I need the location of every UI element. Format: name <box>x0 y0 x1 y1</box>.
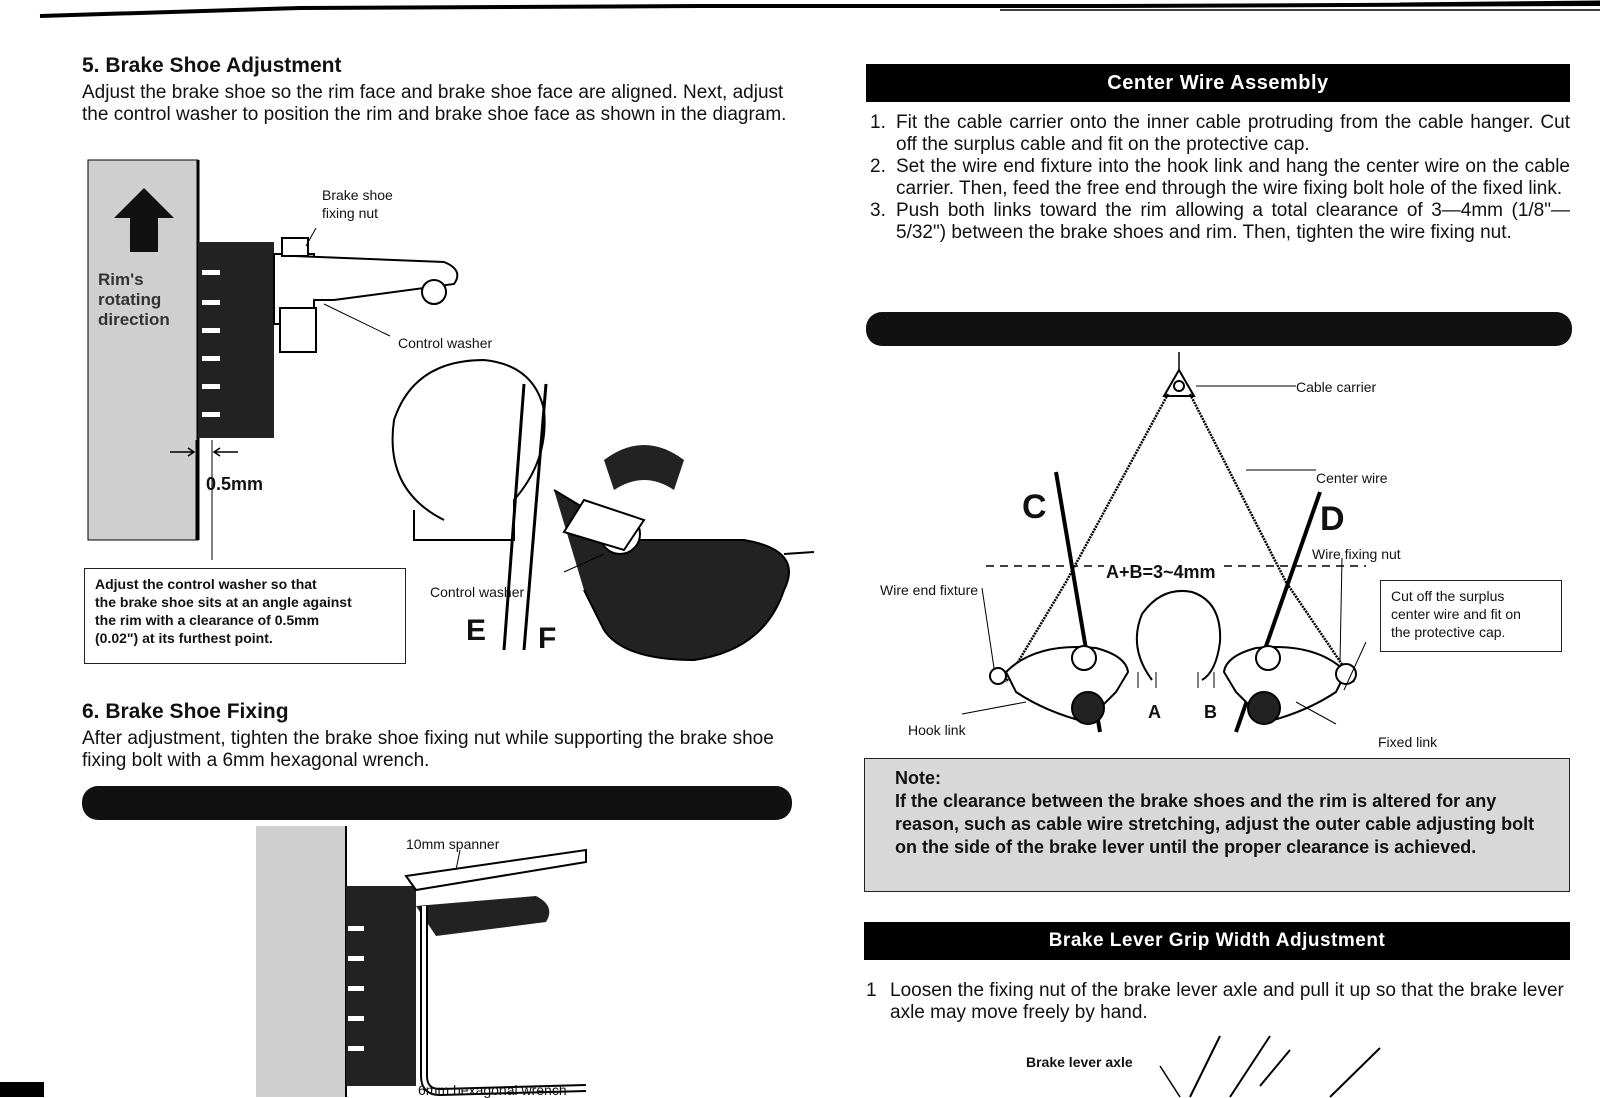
step-number: 3. <box>870 200 886 221</box>
step-text: Fit the cable carrier onto the inner cab… <box>896 112 1570 155</box>
callout-line: Cut off the surplus <box>1391 588 1505 604</box>
label-gap-b: B <box>1204 702 1217 722</box>
label-wire-fixing-nut: Wire fixing nut <box>1312 546 1401 562</box>
letter-d: D <box>1320 500 1345 538</box>
label-brake-shoe-fixing-nut: Brake shoe fixing nut <box>322 186 393 222</box>
label-line: fixing nut <box>322 205 379 221</box>
label-wire-end-fixture: Wire end fixture <box>880 582 979 598</box>
label-line: rotating <box>98 290 162 309</box>
label-10mm-spanner: 10mm spanner <box>406 836 500 852</box>
label-line: Rim's <box>98 270 144 289</box>
step-item: 2. Set the wire end fixture into the hook… <box>870 156 1570 200</box>
letter-e: E <box>466 614 487 647</box>
step-text: Set the wire end fixture into the hook l… <box>896 156 1570 199</box>
callout-surplus-wire: Cut off the surplus center wire and fit … <box>1380 580 1562 652</box>
label-clearance-formula: A+B=3~4mm <box>1104 562 1218 583</box>
label-line: Brake shoe <box>322 187 393 203</box>
label-control-washer-2: Control washer <box>430 584 525 600</box>
label-6mm-hexagonal-wrench: 6mm hexagonal wrench <box>418 1082 567 1098</box>
section-body: Adjust the brake shoe so the rim face an… <box>82 82 787 125</box>
figure-center-wire <box>961 352 1367 733</box>
header-brake-lever-grip-width: Brake Lever Grip Width Adjustment <box>864 922 1570 960</box>
note-title: Note: <box>895 768 941 788</box>
section-divider-bar <box>82 786 792 820</box>
label-gap-a: A <box>1148 702 1161 722</box>
callout-line: the protective cap. <box>1391 624 1506 640</box>
figure-brake-shoe-adjustment <box>87 159 815 662</box>
label-control-washer: Control washer <box>398 335 493 351</box>
section-brake-shoe-fixing: 6. Brake Shoe Fixing After adjustment, t… <box>82 700 792 772</box>
letter-c: C <box>1022 488 1047 526</box>
figure-brake-shoe-fixing <box>256 826 587 1097</box>
label-fixed-link: Fixed link <box>1378 734 1438 750</box>
step-item: 3. Push both links toward the rim allowin… <box>870 200 1570 244</box>
note-body: If the clearance between the brake shoes… <box>895 791 1535 857</box>
section-divider-bar <box>866 312 1572 346</box>
scan-edge-mark <box>0 1082 44 1097</box>
scan-edge-top <box>39 0 1600 18</box>
step-text: Loosen the fixing nut of the brake lever… <box>890 980 1564 1023</box>
step-item: 1. Fit the cable carrier onto the inner c… <box>870 112 1570 156</box>
center-wire-steps: 1. Fit the cable carrier onto the inner c… <box>870 112 1570 244</box>
callout-line: center wire and fit on <box>1391 606 1521 622</box>
label-line: direction <box>98 310 170 329</box>
label-center-wire: Center wire <box>1316 470 1388 486</box>
figure-brake-lever <box>1159 1035 1381 1098</box>
callout-line: the brake shoe sits at an angle against <box>95 594 352 610</box>
label-hook-link: Hook link <box>908 722 966 738</box>
step-number: 2. <box>870 156 886 177</box>
callout-line: the rim with a clearance of 0.5mm <box>95 612 320 628</box>
label-clearance-gap: 0.5mm <box>206 474 264 494</box>
section-brake-shoe-adjustment: 5. Brake Shoe Adjustment Adjust the brak… <box>82 54 792 126</box>
grip-step: 1 Loosen the fixing nut of the brake lev… <box>866 980 1570 1024</box>
label-rim-rotating-direction: Rim's rotating direction <box>98 270 170 330</box>
section-title: 6. Brake Shoe Fixing <box>82 700 289 723</box>
section-title: 5. Brake Shoe Adjustment <box>82 54 342 77</box>
section-body: After adjustment, tighten the brake shoe… <box>82 728 774 771</box>
step-text: Push both links toward the rim allowing … <box>896 200 1570 243</box>
callout-line: Adjust the control washer so that <box>95 576 317 592</box>
label-brake-lever-axle: Brake lever axle <box>1026 1054 1133 1070</box>
letter-f: F <box>538 622 557 655</box>
callout-line: (0.02") at its furthest point. <box>95 630 273 646</box>
step-number: 1 <box>866 980 877 1001</box>
label-cable-carrier: Cable carrier <box>1296 379 1377 395</box>
note-box: Note: If the clearance between the brake… <box>864 758 1570 892</box>
callout-control-washer: Adjust the control washer so that the br… <box>84 568 406 664</box>
step-number: 1. <box>870 112 886 133</box>
header-center-wire-assembly: Center Wire Assembly <box>866 64 1570 102</box>
